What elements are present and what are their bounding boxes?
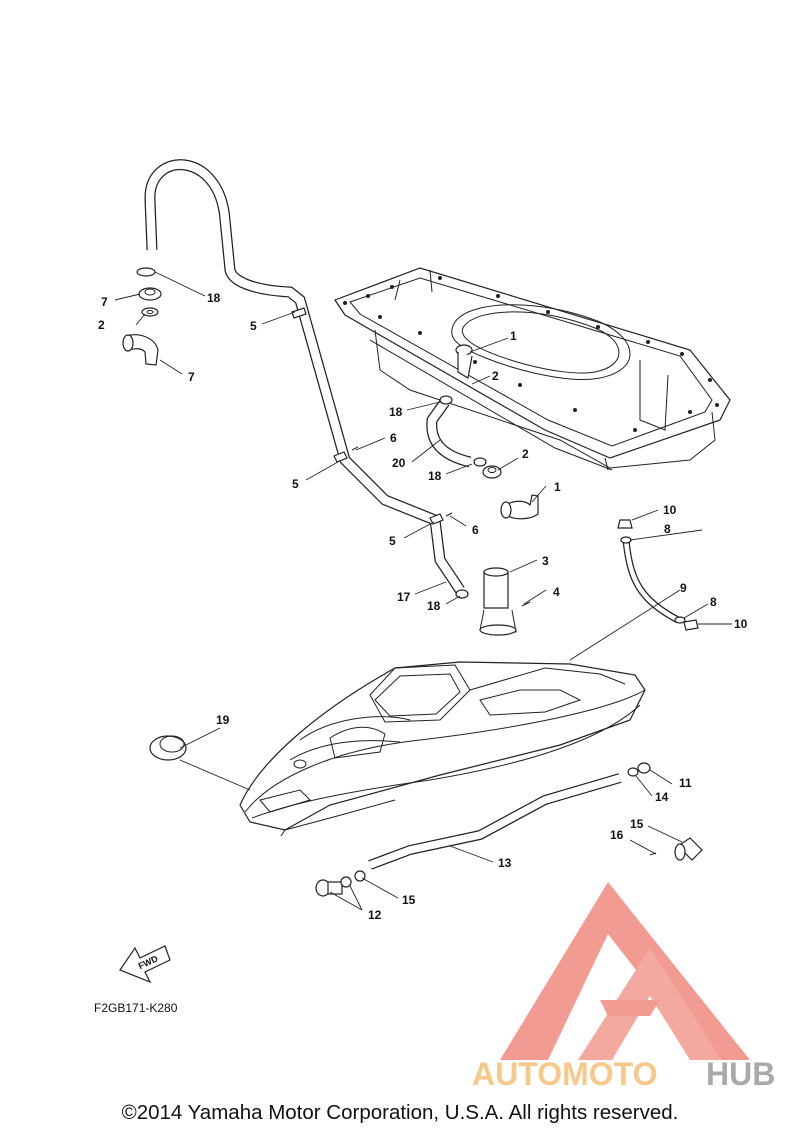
callout-8: 8 <box>664 522 671 536</box>
callout-6: 6 <box>472 523 479 537</box>
watermark-text-part1: AUTOMOTO <box>472 1056 657 1092</box>
callout-18: 18 <box>428 469 442 483</box>
callout-7: 7 <box>101 295 108 309</box>
callout-8: 8 <box>710 595 717 609</box>
vent-hose <box>144 159 465 594</box>
callout-20: 20 <box>392 456 406 470</box>
tube-13 <box>368 773 622 870</box>
fwd-arrow: FWD <box>119 945 171 984</box>
callout-3: 3 <box>542 554 549 568</box>
callout-19: 19 <box>216 713 230 727</box>
callout-6: 6 <box>390 431 397 445</box>
copyright-notice: ©2014 Yamaha Motor Corporation, U.S.A. A… <box>121 1101 679 1124</box>
callout-5: 5 <box>250 319 257 333</box>
callout-2: 2 <box>522 447 529 461</box>
callout-18: 18 <box>427 599 441 613</box>
callout-16: 16 <box>610 828 624 842</box>
callout-9: 9 <box>680 581 687 595</box>
diagram-code: F2GB171-K280 <box>94 1001 178 1015</box>
callout-13: 13 <box>498 856 512 870</box>
callout-11: 11 <box>679 776 692 790</box>
watermark-text-part2: HUB <box>706 1056 775 1092</box>
small-parts <box>122 267 703 897</box>
callout-1: 1 <box>510 329 517 343</box>
watermark-logo <box>500 882 750 1060</box>
callout-5: 5 <box>292 477 299 491</box>
leader-lines <box>114 271 732 911</box>
callout-4: 4 <box>553 585 560 599</box>
callout-7: 7 <box>188 370 195 384</box>
hose-20 <box>426 398 472 468</box>
callout-10: 10 <box>663 503 677 517</box>
callout-18: 18 <box>207 291 221 305</box>
storage-tank <box>334 267 731 471</box>
callout-1: 1 <box>554 480 561 494</box>
callout-18: 18 <box>389 405 403 419</box>
callout-2: 2 <box>492 369 499 383</box>
callout-10: 10 <box>734 617 748 631</box>
watermark-text: AUTOMOTO HUB <box>472 1056 775 1092</box>
callout-15: 15 <box>630 817 644 831</box>
callout-12: 12 <box>368 908 382 922</box>
callout-17: 17 <box>397 590 411 604</box>
callout-2: 2 <box>98 318 105 332</box>
callout-15: 15 <box>402 893 416 907</box>
drain-tube-9 <box>622 539 680 624</box>
callout-5: 5 <box>389 534 396 548</box>
boat-hull <box>239 661 646 837</box>
callouts: 1 1 2 2 2 3 4 5 5 5 6 6 7 7 8 8 9 10 10 … <box>98 291 748 922</box>
callout-14: 14 <box>655 790 669 804</box>
